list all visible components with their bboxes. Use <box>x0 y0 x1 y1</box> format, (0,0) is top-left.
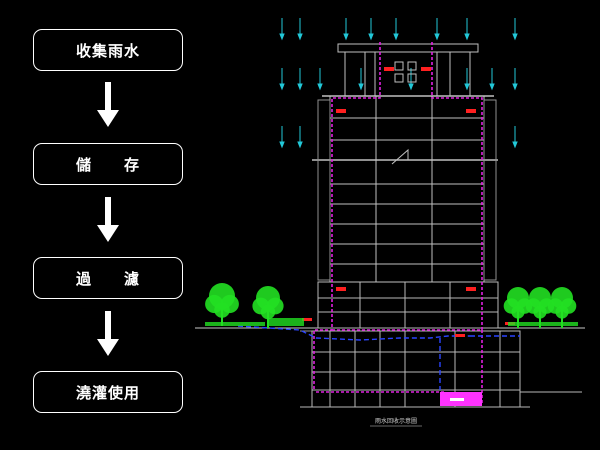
tree <box>547 287 577 328</box>
step-filter: 過 濾 <box>33 257 183 299</box>
tree <box>503 287 533 328</box>
annotation-tags <box>302 67 515 337</box>
rain-arrow-head <box>343 33 349 41</box>
rain-arrow-head <box>464 33 470 41</box>
trees-landscape <box>205 283 577 328</box>
rain-arrow-head <box>279 141 285 149</box>
tree <box>252 286 284 328</box>
rain-arrow-head <box>512 141 518 149</box>
arrow-down-icon <box>97 82 119 127</box>
step-collect-rainwater: 收集雨水 <box>33 29 183 71</box>
rain-arrow-head <box>512 83 518 91</box>
rain-arrow-head <box>297 33 303 41</box>
arrow-down-icon <box>97 197 119 242</box>
rain-arrow-head <box>297 83 303 91</box>
drawing-caption: 雨水回收示意圖 <box>375 417 417 425</box>
rain-arrows <box>279 18 518 149</box>
water-distribution-line <box>237 325 520 390</box>
arrow-down-icon <box>97 311 119 356</box>
roof-structure <box>322 43 494 97</box>
step-storage: 儲 存 <box>33 143 183 185</box>
tree <box>205 283 239 326</box>
rain-arrow-head <box>279 33 285 41</box>
rain-arrow-head <box>434 33 440 41</box>
rain-arrow-head <box>408 83 414 91</box>
rain-arrow-head <box>317 83 323 91</box>
rain-arrow-head <box>489 83 495 91</box>
rain-arrow-head <box>358 83 364 91</box>
rain-arrow-head <box>512 33 518 41</box>
tower-structure <box>312 95 498 283</box>
building-section-drawing: 雨水回收示意圖 <box>195 18 585 427</box>
rain-arrow-head <box>368 33 374 41</box>
rain-arrow-head <box>393 33 399 41</box>
rain-arrow-head <box>464 83 470 91</box>
rain-arrow-head <box>279 83 285 91</box>
step-irrigation-use: 澆灌使用 <box>33 371 183 413</box>
rain-arrow-head <box>297 141 303 149</box>
tree <box>525 287 555 328</box>
ground-greenery <box>205 318 578 326</box>
